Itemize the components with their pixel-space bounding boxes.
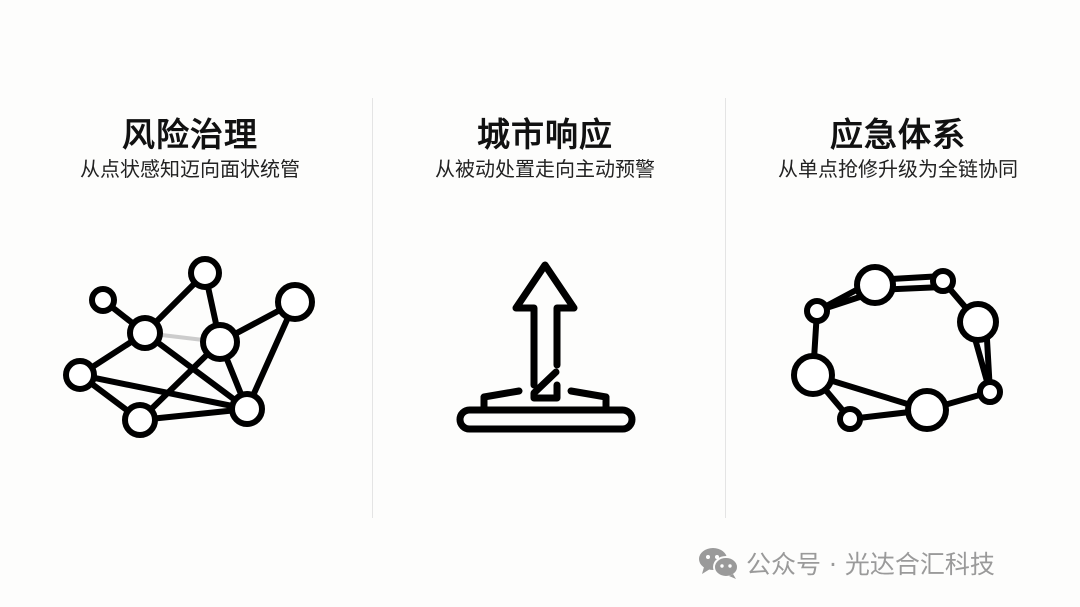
section-subtitle: 从点状感知迈向面状统管 — [80, 157, 300, 181]
section-title: 应急体系 — [830, 115, 966, 154]
upward-arrow-icon — [456, 261, 636, 433]
chain-ring-icon — [791, 264, 1003, 432]
section-subtitle: 从单点抢修升级为全链协同 — [778, 157, 1018, 181]
footer-watermark: 公众号 · 光达合汇科技 — [698, 545, 995, 581]
divider — [725, 98, 726, 518]
divider — [372, 98, 373, 518]
section-subtitle: 从被动处置走向主动预警 — [435, 157, 655, 181]
section-title: 风险治理 — [122, 115, 258, 154]
network-icon — [63, 256, 315, 438]
wechat-icon — [699, 548, 739, 579]
section-title: 城市响应 — [477, 115, 613, 154]
footer-text: 公众号 · 光达合汇科技 — [746, 550, 995, 579]
